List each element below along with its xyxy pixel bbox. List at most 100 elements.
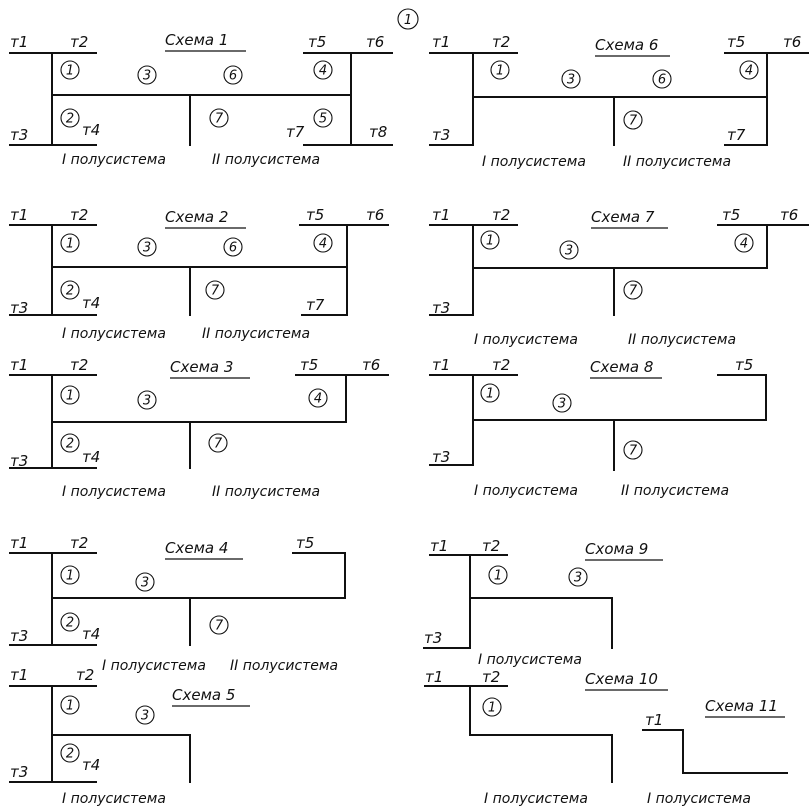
number-circle bbox=[734, 233, 754, 253]
terminal-label: т5 bbox=[308, 33, 326, 51]
terminal-label: т5 bbox=[727, 33, 745, 51]
circle-number: 5 bbox=[319, 112, 327, 127]
terminal-label: т1 bbox=[10, 33, 28, 51]
subsystem-caption: I полусистема bbox=[474, 332, 578, 348]
number-circle bbox=[60, 565, 80, 585]
circle-number: 1 bbox=[66, 699, 74, 714]
terminal-label: т6 bbox=[362, 356, 380, 374]
terminal-label: т1 bbox=[645, 711, 663, 729]
subsystem-caption: II полусистема bbox=[212, 152, 320, 168]
circle-number: 2 bbox=[66, 284, 74, 299]
subsystem-caption: II полусистема bbox=[623, 154, 731, 170]
terminal-label: т2 bbox=[76, 666, 94, 684]
number-circle bbox=[623, 280, 643, 300]
circle-number: 7 bbox=[215, 619, 224, 634]
number-circle bbox=[60, 385, 80, 405]
terminal-label: т4 bbox=[82, 625, 100, 643]
terminal-label: т2 bbox=[492, 33, 510, 51]
number-circle bbox=[480, 230, 500, 250]
circle-number: 7 bbox=[629, 114, 638, 129]
number-circle bbox=[652, 69, 672, 89]
number-circle bbox=[60, 233, 80, 253]
circle-number: 4 bbox=[740, 237, 748, 252]
circle-number: 1 bbox=[494, 569, 502, 584]
circle-number: 3 bbox=[141, 709, 149, 724]
number-circle bbox=[205, 280, 225, 300]
number-circle bbox=[561, 69, 581, 89]
terminal-label: т4 bbox=[82, 448, 100, 466]
terminal-label: т2 bbox=[70, 356, 88, 374]
circle-number: 1 bbox=[66, 237, 74, 252]
scheme-title: Схема 1 bbox=[165, 31, 228, 49]
terminal-label: т3 bbox=[10, 452, 28, 470]
circle-number: 7 bbox=[629, 284, 638, 299]
circle-number: 2 bbox=[66, 112, 74, 127]
circle-number: 3 bbox=[574, 571, 582, 586]
number-circle bbox=[60, 60, 80, 80]
number-circle bbox=[313, 60, 333, 80]
circle-number: 4 bbox=[319, 237, 327, 252]
number-circle bbox=[623, 440, 643, 460]
circle-number: 4 bbox=[314, 392, 322, 407]
circle-number: 3 bbox=[558, 397, 566, 412]
number-circle bbox=[739, 60, 759, 80]
circle-number: 2 bbox=[66, 437, 74, 452]
page-mark-number: 1 bbox=[404, 13, 412, 28]
terminal-label: т4 bbox=[82, 294, 100, 312]
circle-number: 4 bbox=[319, 64, 327, 79]
terminal-label: т1 bbox=[10, 206, 28, 224]
subsystem-caption: I полусистема bbox=[62, 152, 166, 168]
number-circle bbox=[482, 697, 502, 717]
circle-number: 7 bbox=[211, 284, 220, 299]
number-circle bbox=[60, 433, 80, 453]
terminal-label: т5 bbox=[296, 534, 314, 552]
terminal-label: т6 bbox=[783, 33, 801, 51]
number-circle bbox=[223, 65, 243, 85]
circle-number: 1 bbox=[486, 387, 494, 402]
terminal-label: т3 bbox=[10, 763, 28, 781]
terminal-label: т2 bbox=[482, 668, 500, 686]
scheme-title: Схема 6 bbox=[595, 36, 658, 54]
terminal-label: т1 bbox=[430, 537, 448, 555]
scheme-title: Схема 11 bbox=[705, 697, 778, 715]
number-circle bbox=[137, 237, 157, 257]
number-circle bbox=[137, 390, 157, 410]
terminal-label: т5 bbox=[306, 206, 324, 224]
circle-number: 3 bbox=[141, 576, 149, 591]
scheme-title: Схема 2 bbox=[165, 208, 228, 226]
scheme-title: Схема 3 bbox=[170, 358, 233, 376]
circle-number: 2 bbox=[66, 616, 74, 631]
scheme-title: Схема 4 bbox=[165, 539, 228, 557]
terminal-label: т3 bbox=[432, 126, 450, 144]
number-circle bbox=[135, 705, 155, 725]
scheme-title: Схема 5 bbox=[172, 686, 235, 704]
circle-number: 7 bbox=[214, 437, 223, 452]
number-circle bbox=[568, 567, 588, 587]
subsystem-caption: II полусистема bbox=[628, 332, 736, 348]
circle-number: 2 bbox=[66, 747, 74, 762]
terminal-label: т3 bbox=[432, 448, 450, 466]
subsystem-caption: II полусистема bbox=[621, 483, 729, 499]
terminal-label: т1 bbox=[432, 33, 450, 51]
circle-number: 3 bbox=[567, 73, 575, 88]
number-circle bbox=[137, 65, 157, 85]
circle-number: 4 bbox=[745, 64, 753, 79]
number-circle bbox=[559, 240, 579, 260]
terminal-label: т3 bbox=[10, 299, 28, 317]
number-circle bbox=[313, 108, 333, 128]
scheme-title: Схома 9 bbox=[585, 540, 648, 558]
number-circle bbox=[488, 565, 508, 585]
number-circle bbox=[313, 233, 333, 253]
terminal-label: т2 bbox=[482, 537, 500, 555]
circle-number: 7 bbox=[215, 112, 224, 127]
page-mark: 1 bbox=[397, 8, 419, 30]
page-mark-circle bbox=[397, 8, 419, 30]
terminal-label: т5 bbox=[722, 206, 740, 224]
terminal-label: т4 bbox=[82, 756, 100, 774]
terminal-label: т7 bbox=[727, 126, 746, 144]
